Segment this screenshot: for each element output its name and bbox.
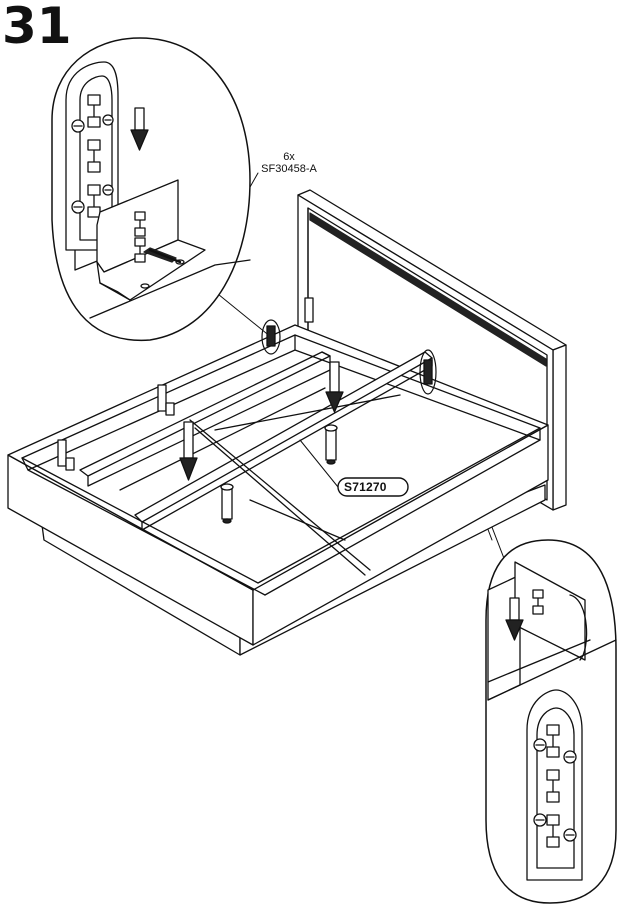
magnifier-callout-icon [51, 37, 251, 341]
support-leg [220, 483, 234, 524]
hardware-code: SF30458-A [261, 163, 317, 175]
down-arrow-icon [130, 107, 149, 151]
screw-icon [563, 828, 577, 842]
magnifier-callout-icon [485, 539, 617, 904]
bed-frame [7, 297, 549, 656]
screw-icon [71, 119, 85, 133]
screw-icon [533, 738, 547, 752]
step-number: 31 [2, 0, 72, 55]
screw-icon [71, 200, 85, 214]
support-leg [324, 424, 338, 465]
hardware-quantity: 6x [283, 151, 295, 163]
hardware-callout-label: 6x SF30458-A [254, 151, 324, 175]
bracket-icon [304, 297, 314, 323]
screw-icon [102, 184, 114, 196]
down-arrow-icon [179, 421, 198, 481]
part-code-label: S71270 [344, 480, 387, 494]
down-arrow-icon [505, 597, 524, 641]
screw-icon [563, 750, 577, 764]
bracket-icon [96, 179, 206, 301]
screw-icon [102, 114, 114, 126]
screw-icon [533, 813, 547, 827]
down-arrow-icon [325, 361, 344, 413]
bracket-icon [157, 384, 175, 416]
bracket-icon [57, 439, 75, 471]
